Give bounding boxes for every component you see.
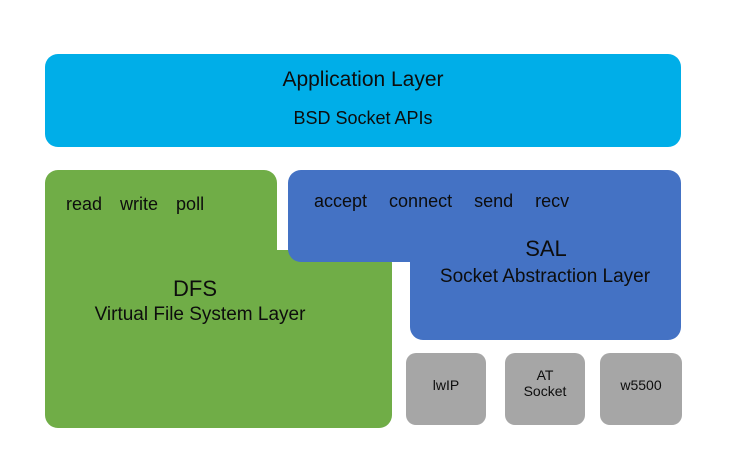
backend-at-socket-label: AT Socket	[505, 367, 585, 399]
backend-lwip-shape[interactable]	[406, 353, 486, 425]
dfs-op-poll: poll	[176, 194, 205, 214]
backend-w5500-label: w5500	[620, 377, 662, 393]
backend-at-socket-shape[interactable]	[505, 353, 585, 425]
dfs-op-read: read	[66, 194, 103, 214]
dfs-operations-list: read write poll	[46, 194, 276, 214]
dfs-layer-title: DFS	[173, 276, 217, 301]
sal-op-send: send	[474, 191, 514, 211]
backend-w5500-shape[interactable]	[600, 353, 682, 425]
sal-layer-subtitle: Socket Abstraction Layer	[439, 266, 651, 287]
application-layer-title: Application Layer	[282, 68, 444, 91]
backend-lwip-label: lwIP	[432, 377, 460, 393]
application-layer-subtitle: BSD Socket APIs	[293, 108, 433, 128]
application-layer-shape[interactable]	[45, 54, 681, 147]
sal-layer-shape[interactable]	[288, 170, 681, 340]
backend-at-socket-label-line2: Socket	[523, 382, 567, 399]
dfs-layer-subtitle: Virtual File System Layer	[94, 304, 306, 325]
dfs-op-write: write	[120, 194, 159, 214]
backend-at-socket-label-line1: AT	[536, 367, 554, 383]
sal-op-connect: connect	[389, 191, 453, 211]
sal-op-recv: recv	[535, 191, 570, 211]
sal-op-accept: accept	[314, 191, 368, 211]
sal-layer-title: SAL	[525, 236, 567, 261]
sal-operations-list: accept connect send recv	[290, 191, 680, 211]
dfs-layer-shape[interactable]	[45, 170, 392, 428]
